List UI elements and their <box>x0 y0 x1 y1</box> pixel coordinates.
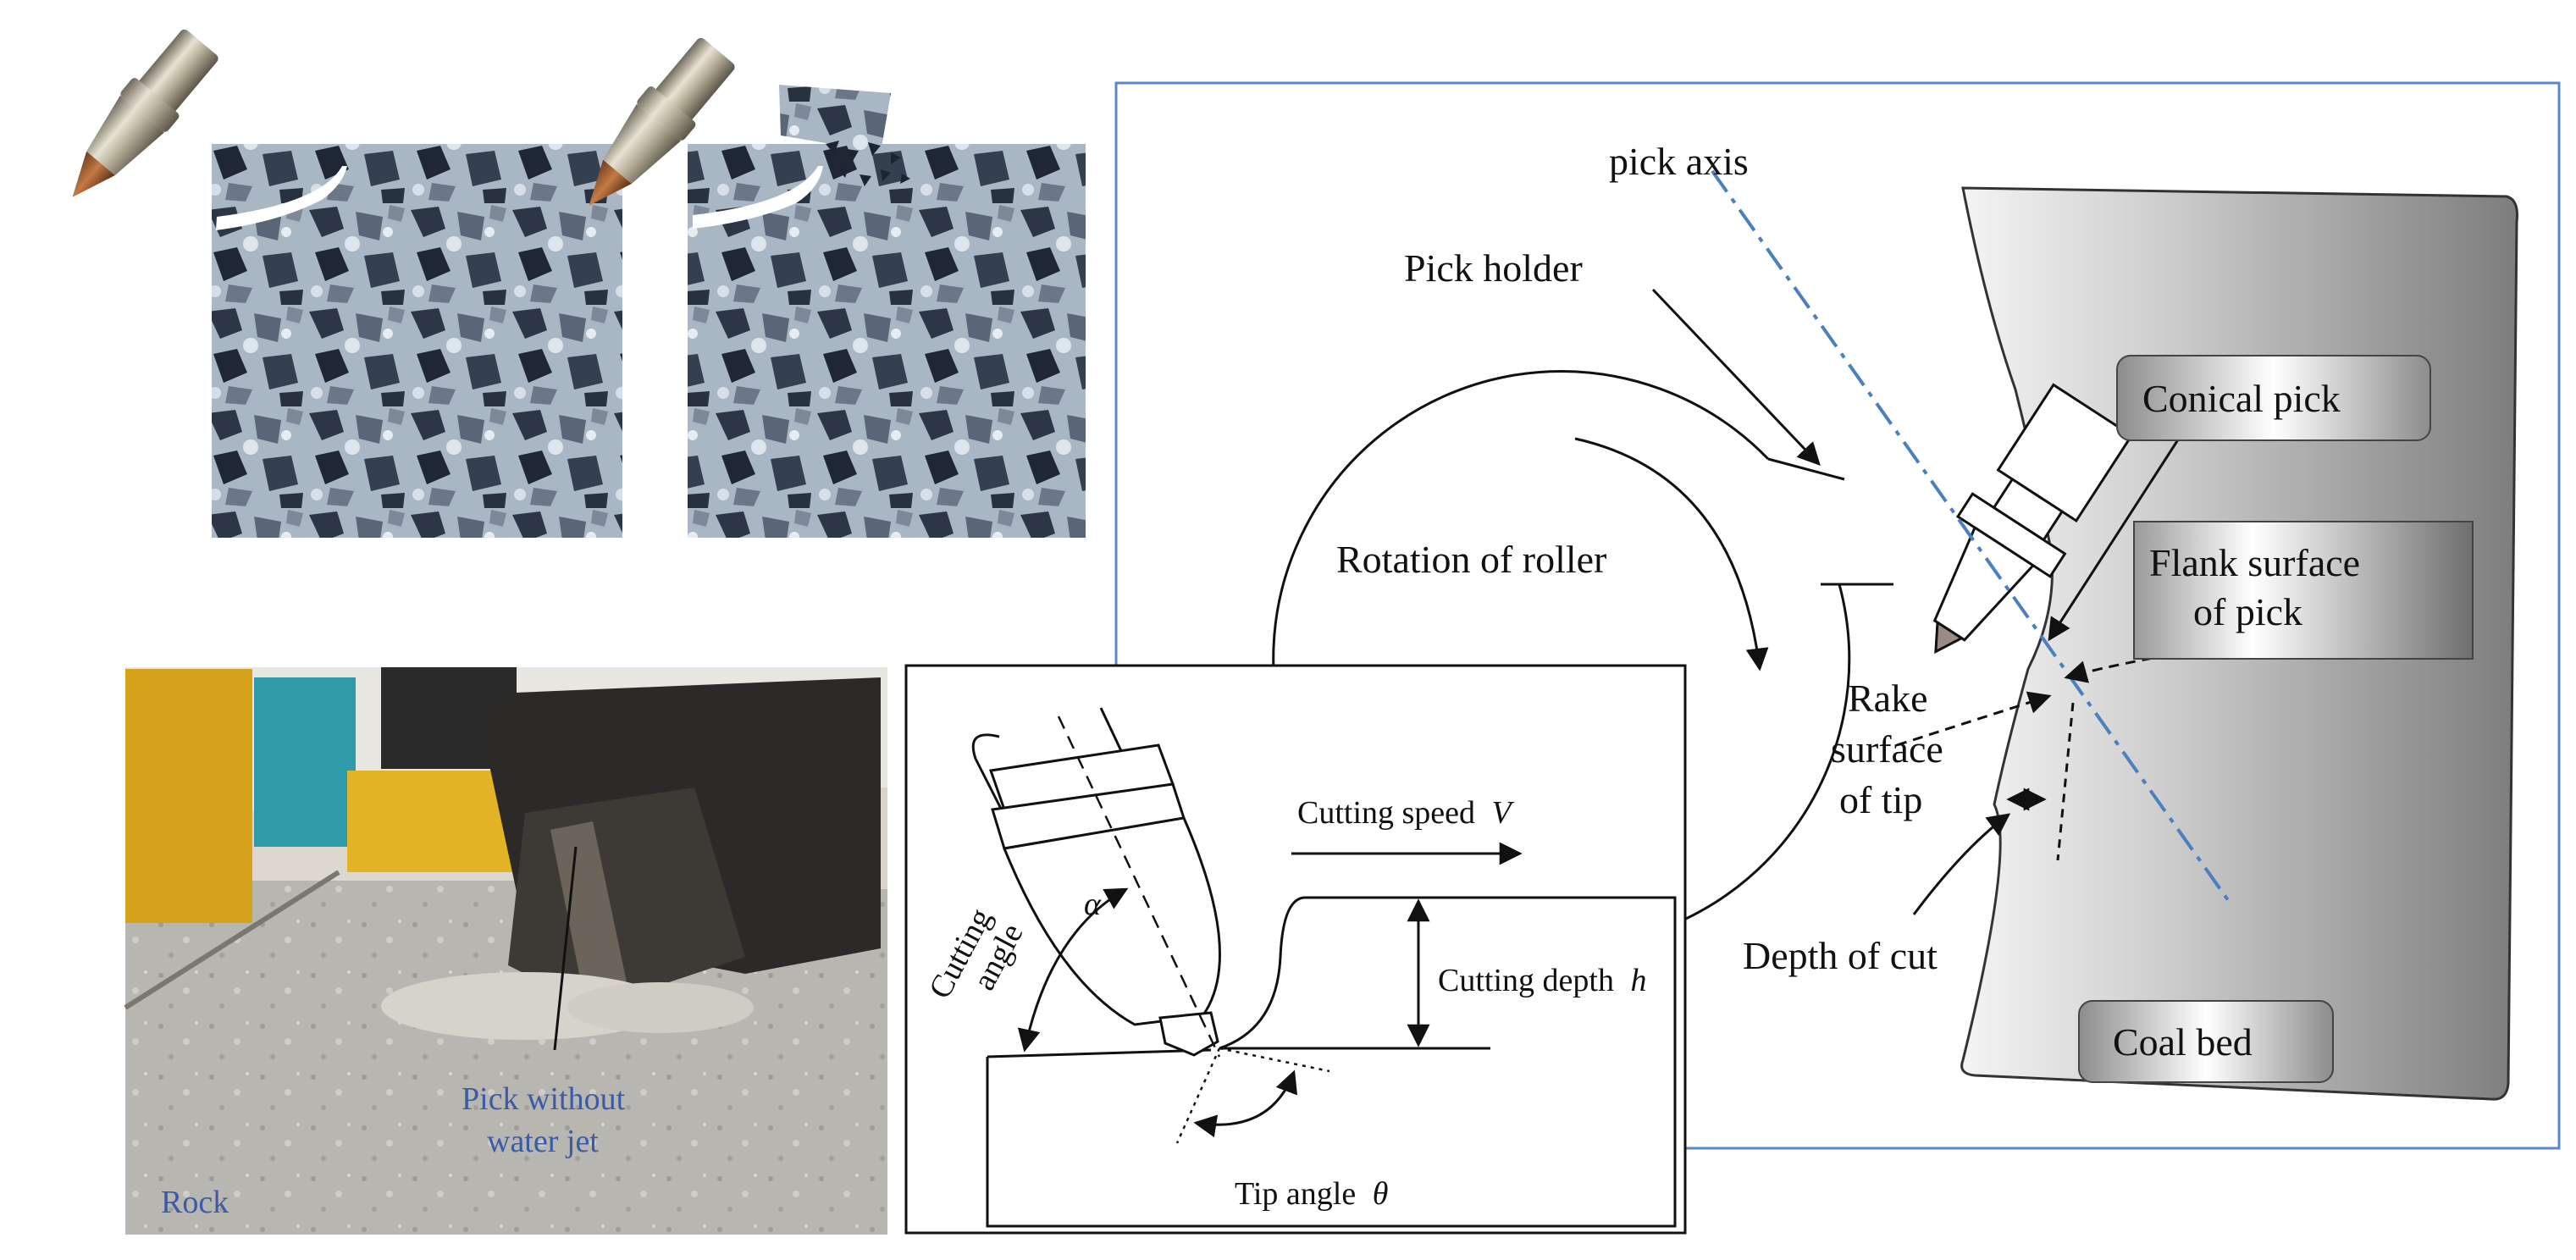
flank-surface-label: Flank surface <box>2149 541 2360 584</box>
cutting-depth-label: Cutting depth h <box>1438 963 1646 998</box>
flank-surface-label-2: of pick <box>2193 590 2302 633</box>
coal-bed-box <box>2078 1000 2334 1083</box>
cutting-schematic-panel: Cutting speed V Cutting depth h Cutting … <box>904 664 1687 1235</box>
pick-axis-line <box>1711 169 2234 908</box>
rotation-arrow <box>1574 437 1769 671</box>
pick-tool-right <box>589 37 735 206</box>
conical-pick-box <box>2116 355 2431 441</box>
schematic-pick <box>971 707 1221 1058</box>
pick-axis-label: pick axis <box>1609 140 1749 183</box>
conical-pick-label: Conical pick <box>2142 377 2341 420</box>
rake-label-1: Rake <box>1848 677 1928 720</box>
pick-label-1: Pick without <box>462 1081 626 1117</box>
pick-holder-label: Pick holder <box>1404 246 1583 290</box>
depth-of-cut-label: Depth of cut <box>1743 934 1938 977</box>
coal-bed-label: Coal bed <box>2113 1020 2253 1064</box>
rock-label: Rock <box>161 1185 229 1220</box>
granite-panel-left <box>72 29 622 538</box>
cutting-speed-label: Cutting speed V <box>1297 795 1515 831</box>
conical-pick-drawing <box>1932 383 2134 655</box>
granite-panel-right <box>589 37 1086 538</box>
alpha-symbol: α <box>1084 887 1102 922</box>
flank-surface-box <box>2133 521 2474 660</box>
tip-angle-label: Tip angle θ <box>1235 1176 1388 1212</box>
pick-label-2: water jet <box>487 1124 599 1159</box>
rake-label-2: surface <box>1831 727 1943 771</box>
rake-label-3: of tip <box>1839 778 1922 821</box>
rock-chips <box>826 141 910 186</box>
pick-tool-left <box>72 29 218 197</box>
rotation-label: Rotation of roller <box>1336 538 1606 581</box>
cutting-photo-panel: Pick without water jet Rock <box>124 667 887 1235</box>
